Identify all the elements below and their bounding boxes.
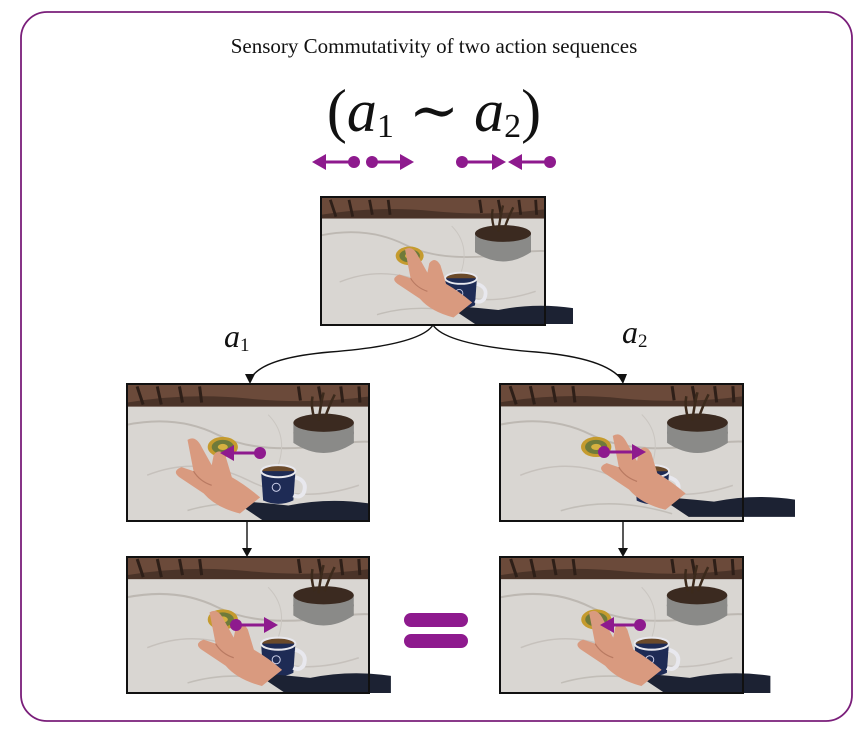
branch-label-a1-var: a: [224, 318, 240, 354]
arrowhead-a1: [245, 374, 255, 384]
arrow-left-icon: [312, 154, 360, 170]
edge-to-a1: [249, 324, 434, 381]
arrow-right-icon: [230, 617, 278, 633]
photo-after-a1-step1: [126, 383, 370, 522]
arrow-left-icon: [600, 617, 646, 633]
formula-operator: ∼: [408, 78, 460, 144]
action-glyph-a2: [456, 154, 556, 170]
branch-label-a1: a1: [224, 318, 250, 357]
arrow-right-icon: [598, 444, 646, 460]
arrowhead-left-down: [242, 548, 252, 557]
branch-label-a1-sub: 1: [240, 334, 250, 356]
branch-label-a2-var: a: [622, 314, 638, 350]
commutativity-formula: (a1 ∼ a2): [0, 76, 868, 146]
branch-label-a2: a2: [622, 314, 648, 353]
equals-sign-icon: [404, 613, 468, 648]
formula-close-paren: ): [521, 78, 542, 144]
arrow-right-icon: [366, 154, 414, 170]
arrow-left-icon: [508, 154, 556, 170]
action-glyph-a1: [312, 154, 414, 170]
branch-label-a2-sub: 2: [638, 330, 648, 352]
photo-after-a1-step2: [126, 556, 391, 694]
formula-lhs-var: a: [346, 78, 377, 144]
formula-rhs-sub: 2: [504, 108, 522, 146]
figure-title: Sensory Commutativity of two action sequ…: [230, 34, 638, 58]
formula-rhs-var: a: [474, 78, 505, 144]
arrow-right-icon: [456, 154, 506, 170]
photo-after-a2-step1: [499, 383, 795, 522]
edge-to-a2: [432, 324, 623, 381]
arrow-left-icon: [220, 445, 266, 461]
formula-open-paren: (: [326, 78, 347, 144]
photo-after-a2-step2: [499, 556, 771, 694]
figure-frame: [20, 11, 853, 722]
branch-edges: [242, 324, 628, 557]
photo-initial-state: [320, 196, 573, 326]
arrowhead-right-down: [618, 548, 628, 557]
formula-lhs-sub: 1: [376, 108, 394, 146]
arrowhead-a2: [617, 374, 627, 384]
